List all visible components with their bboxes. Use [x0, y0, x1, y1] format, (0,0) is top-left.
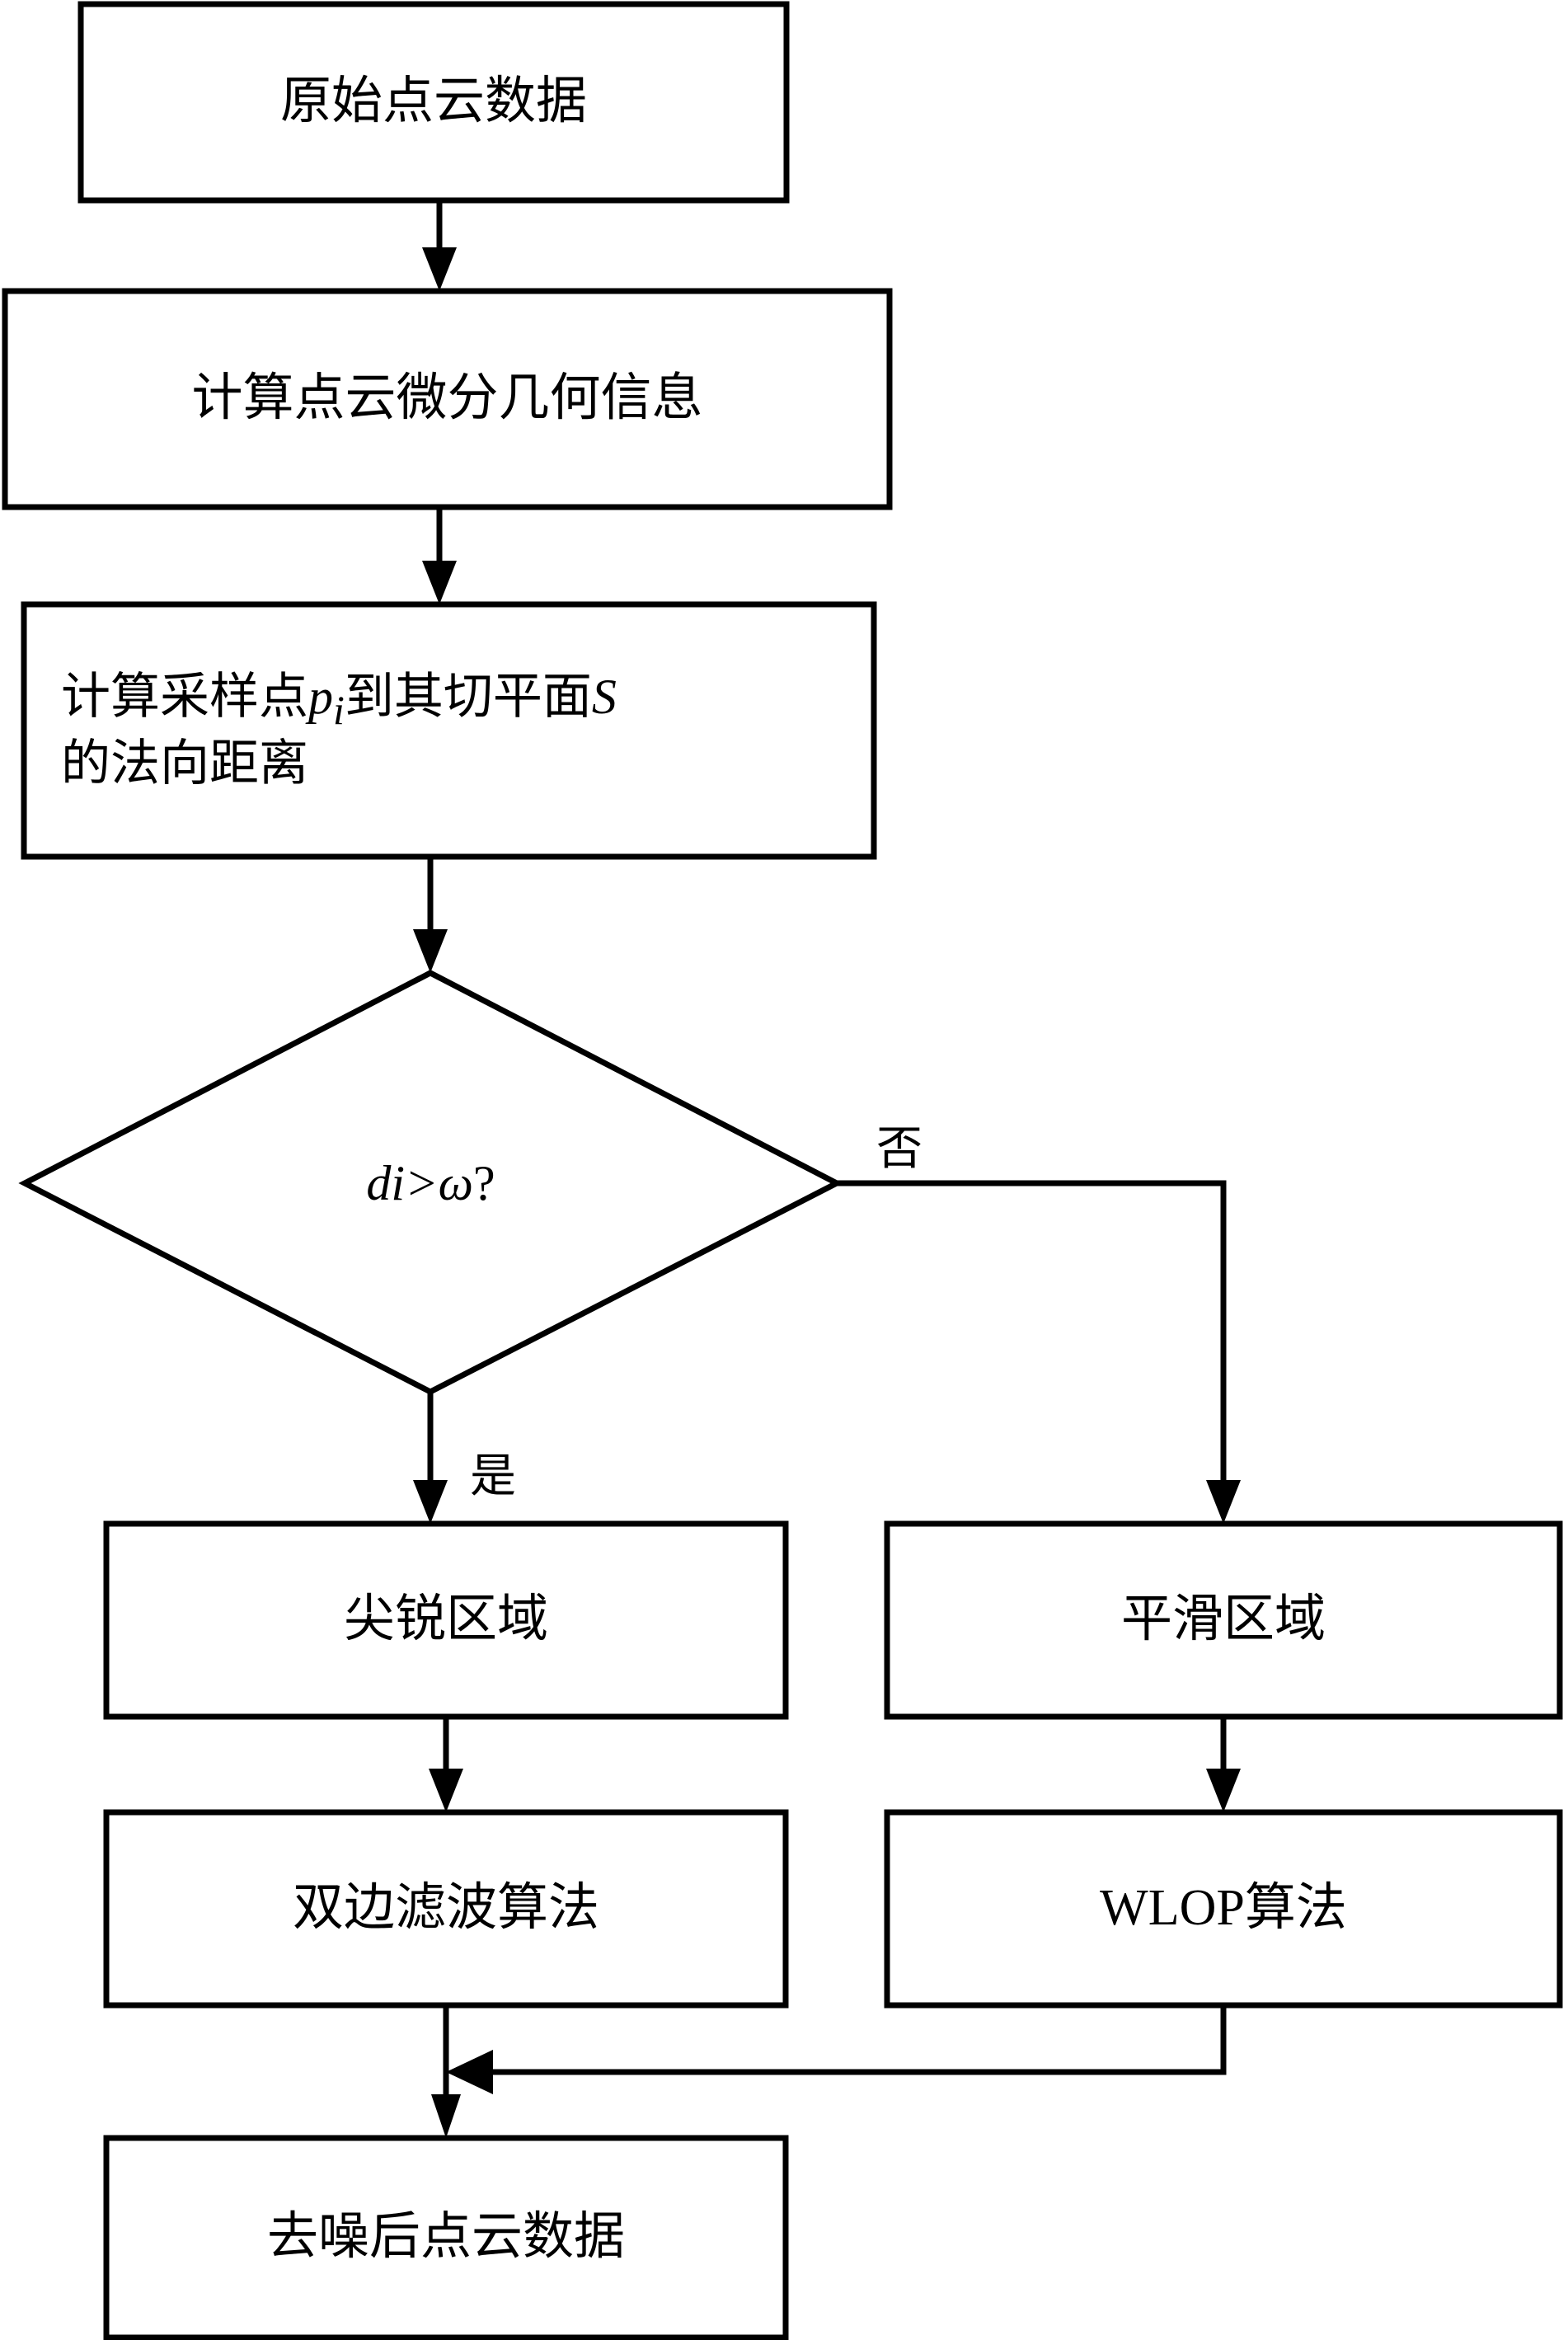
node-shape-distance	[21, 601, 877, 860]
arrowhead-start-to-geo	[422, 247, 457, 291]
node-shape-decision	[18, 970, 843, 1395]
node-shape-end	[103, 2135, 789, 2340]
node-shape-start	[77, 1, 790, 204]
arrowhead-sharp-to-bilateral	[429, 1769, 463, 1812]
node-shape-bilateral	[103, 1809, 789, 2009]
arrowhead-decision-to-smooth	[1206, 1480, 1241, 1524]
arrowhead-smooth-to-wlop	[1206, 1769, 1241, 1812]
node-shape-wlop	[884, 1809, 1563, 2009]
edge-wlop-to-merge	[480, 2005, 1227, 2075]
arrowhead-geo-to-distance	[422, 561, 457, 604]
arrowhead-decision-to-sharp	[413, 1480, 448, 1524]
node-shape-sharp	[103, 1520, 789, 1720]
arrowhead-distance-to-decision	[413, 929, 448, 973]
arrowhead-bilateral-to-end	[431, 2094, 461, 2138]
edge-decision-to-smooth	[837, 1180, 1227, 1499]
edge-label-yes: 是	[470, 1451, 516, 1502]
node-shape-geo	[2, 288, 893, 510]
node-shape-smooth	[884, 1520, 1563, 1720]
edge-label-no: 否	[876, 1124, 922, 1175]
arrowhead-wlop-to-merge	[446, 2050, 493, 2094]
